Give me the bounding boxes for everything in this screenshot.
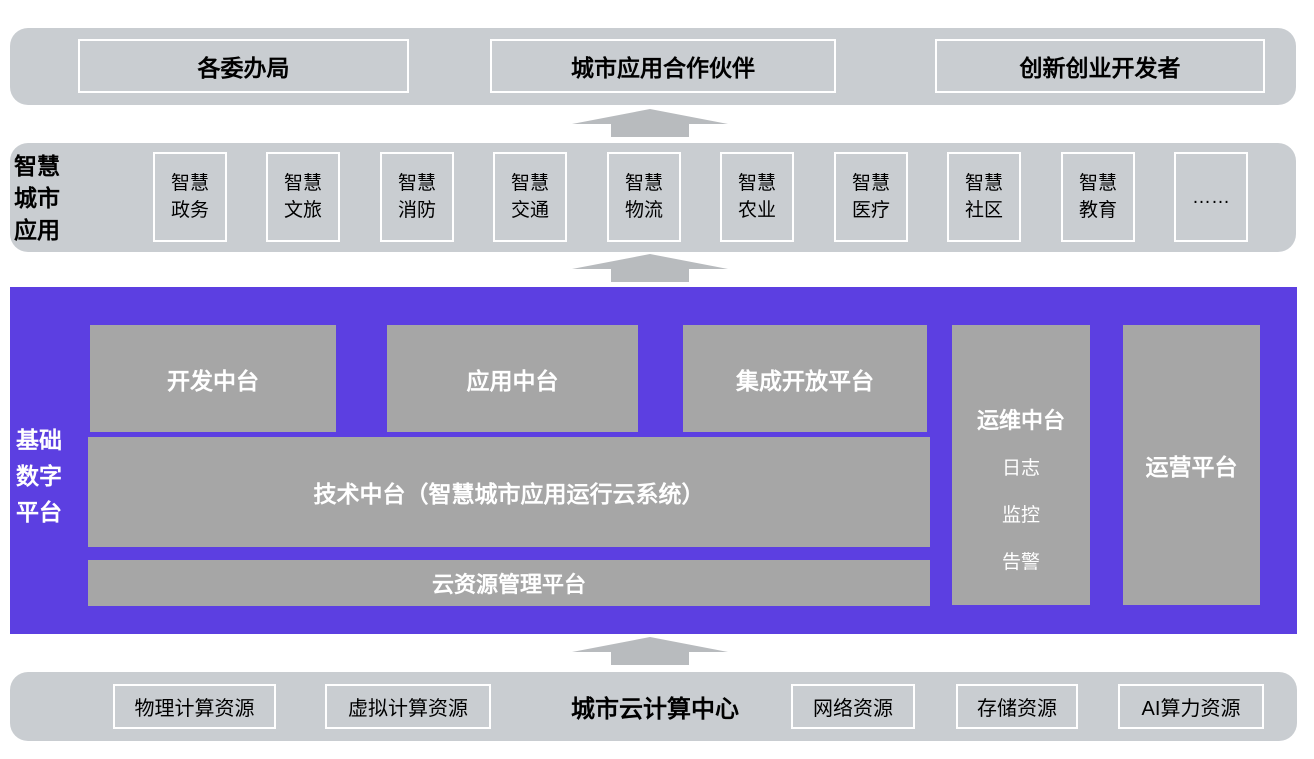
arrow-head <box>572 109 728 124</box>
app-box-education: 智慧 教育 <box>1061 152 1135 242</box>
ops-middle-platform-box: 运维中台 日志 监控 告警 <box>952 325 1090 605</box>
ops-item-monitoring: 监控 <box>1001 505 1040 526</box>
platform-box-label: 应用中台 <box>466 367 559 394</box>
resource-box-storage: 存储资源 <box>956 684 1078 729</box>
app-box-community: 智慧 社区 <box>947 152 1021 242</box>
app-label: 智慧 社区 <box>964 173 1003 221</box>
app-more-ellipsis: …… <box>1192 186 1230 208</box>
platform-box-label: 集成开放平台 <box>736 367 874 394</box>
tech-middle-platform-box: 技术中台（智慧城市应用运行云系统） <box>88 437 930 547</box>
integration-open-platform-box: 集成开放平台 <box>683 325 927 432</box>
resource-label: AI算力资源 <box>1141 698 1241 720</box>
app-label: 智慧 文旅 <box>283 173 322 221</box>
app-label: 智慧 消防 <box>397 173 436 221</box>
resource-label: 物理计算资源 <box>134 698 255 720</box>
platform-box-label: 云资源管理平台 <box>431 572 586 597</box>
app-box-culture-tourism: 智慧 文旅 <box>266 152 340 242</box>
consumer-label: 各委办局 <box>197 55 290 81</box>
app-box-fire: 智慧 消防 <box>380 152 454 242</box>
app-box-government: 智慧 政务 <box>153 152 227 242</box>
platform-box-label: 开发中台 <box>167 367 259 394</box>
consumer-label: 城市应用合作伙伴 <box>571 55 755 81</box>
consumer-box-developers: 创新创业开发者 <box>935 39 1265 93</box>
consumers-band: 各委办局 城市应用合作伙伴 创新创业开发者 <box>10 28 1296 105</box>
arrow-stem <box>611 269 689 282</box>
apps-band-label: 智慧 城市 应用 <box>14 153 60 243</box>
ops-middle-title: 运维中台 <box>976 408 1065 433</box>
resource-box-physical-compute: 物理计算资源 <box>113 684 276 729</box>
app-label: 智慧 农业 <box>737 173 776 221</box>
resource-label: 网络资源 <box>813 698 893 720</box>
resource-box-ai-compute: AI算力资源 <box>1118 684 1264 729</box>
platform-band-label: 基础 数字 平台 <box>16 427 62 525</box>
smart-city-apps-band: 智慧 城市 应用 智慧 政务 智慧 文旅 智慧 消防 智慧 交通 智慧 物流 智… <box>10 143 1296 252</box>
platform-box-label: 技术中台（智慧城市应用运行云系统） <box>313 481 705 507</box>
resource-box-network: 网络资源 <box>791 684 915 729</box>
arrow-head <box>572 254 728 269</box>
app-middle-platform-box: 应用中台 <box>387 325 638 432</box>
arrow-stem <box>611 124 689 137</box>
app-box-medical: 智慧 医疗 <box>834 152 908 242</box>
app-label: 智慧 教育 <box>1078 173 1117 221</box>
ops-item-alerts: 告警 <box>1001 552 1040 573</box>
app-label: 智慧 政务 <box>170 173 209 221</box>
cloud-center-title: 城市云计算中心 <box>571 696 739 723</box>
dev-middle-platform-box: 开发中台 <box>90 325 336 432</box>
platform-box-label: 运营平台 <box>1145 454 1238 480</box>
cloud-resource-platform-box: 云资源管理平台 <box>88 560 930 606</box>
operation-platform-box: 运营平台 <box>1123 325 1260 605</box>
consumer-label: 创新创业开发者 <box>1019 55 1181 81</box>
app-box-more: …… <box>1174 152 1248 242</box>
arrow-stem <box>611 652 689 665</box>
arrow-head <box>572 637 728 652</box>
consumer-box-committees: 各委办局 <box>78 39 409 93</box>
ops-item-logs: 日志 <box>1001 458 1040 479</box>
app-label: 智慧 交通 <box>510 173 549 221</box>
resource-box-virtual-compute: 虚拟计算资源 <box>325 684 491 729</box>
up-arrow-icon <box>572 109 728 137</box>
app-label: 智慧 物流 <box>624 173 663 221</box>
consumer-box-partners: 城市应用合作伙伴 <box>490 39 836 93</box>
resource-label: 虚拟计算资源 <box>348 698 468 720</box>
app-box-agriculture: 智慧 农业 <box>720 152 794 242</box>
app-box-logistics: 智慧 物流 <box>607 152 681 242</box>
app-box-transport: 智慧 交通 <box>493 152 567 242</box>
digital-platform-band: 基础 数字 平台 开发中台 应用中台 集成开放平台 技术中台（智慧城市应用运行云… <box>10 287 1297 634</box>
cloud-center-band: 物理计算资源 虚拟计算资源 城市云计算中心 网络资源 存储资源 AI算力资源 <box>10 672 1297 741</box>
up-arrow-icon <box>572 637 728 665</box>
app-label: 智慧 医疗 <box>851 173 890 221</box>
up-arrow-icon <box>572 254 728 282</box>
resource-label: 存储资源 <box>977 698 1057 720</box>
